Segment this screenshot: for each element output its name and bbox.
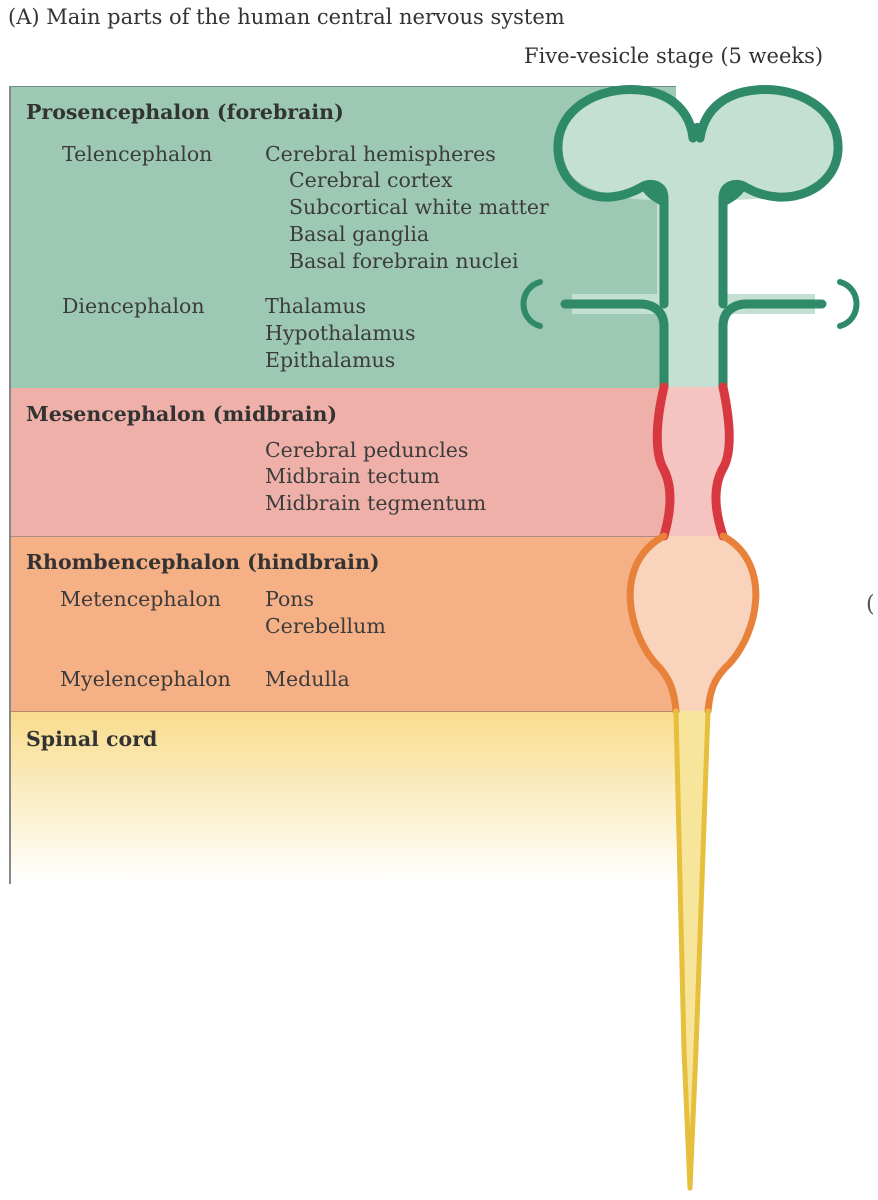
prosencephalon-heading: Prosencephalon (forebrain)	[26, 100, 344, 124]
midbrain-band	[10, 388, 676, 537]
hindbrain-vesicle-fill	[630, 536, 756, 711]
telencephalon-label: Telencephalon	[62, 142, 213, 166]
medulla-text: Medulla	[265, 667, 350, 691]
cerebral-hemispheres-text: Cerebral hemispheres	[265, 142, 496, 166]
cerebellum-text: Cerebellum	[265, 614, 386, 638]
epithalamus-text: Epithalamus	[265, 348, 396, 372]
figure-title: (A) Main parts of the human central nerv…	[8, 5, 565, 29]
left-rule	[9, 86, 11, 884]
spinal-cord-heading: Spinal cord	[26, 727, 158, 751]
spinal-cord-wall	[673, 708, 711, 1191]
spinal-cord-band	[10, 712, 676, 884]
basal-forebrain-nuclei-text: Basal forebrain nuclei	[289, 249, 519, 273]
rhombencephalon-heading: Rhombencephalon (hindbrain)	[26, 550, 380, 574]
pons-text: Pons	[265, 587, 315, 611]
cerebral-cortex-text: Cerebral cortex	[289, 168, 453, 192]
metencephalon-label: Metencephalon	[60, 587, 221, 611]
hindbrain-band	[10, 537, 676, 712]
subcortical-white-matter-text: Subcortical white matter	[289, 195, 549, 219]
forebrain-vesicle-fill	[560, 91, 840, 387]
mesencephalon-heading: Mesencephalon (midbrain)	[26, 402, 338, 426]
spinal-canal-fill	[676, 711, 708, 1185]
basal-ganglia-text: Basal ganglia	[289, 222, 430, 246]
midbrain-vesicle-wall	[652, 382, 734, 541]
forebrain-inner-bulges	[640, 181, 747, 210]
midbrain-tegmentum-text: Midbrain tegmentum	[265, 491, 487, 515]
cerebral-peduncles-text: Cerebral peduncles	[265, 438, 469, 462]
diencephalon-label: Diencephalon	[62, 294, 205, 318]
optic-cups	[520, 279, 860, 329]
hypothalamus-text: Hypothalamus	[265, 321, 416, 345]
hindbrain-vesicle-wall	[626, 532, 760, 715]
midbrain-tectum-text: Midbrain tectum	[265, 464, 440, 488]
midbrain-vesicle-fill	[657, 387, 730, 536]
stage-label: Five-vesicle stage (5 weeks)	[524, 44, 824, 68]
cropped-edge-mark: (	[866, 592, 875, 617]
thalamus-text: Thalamus	[265, 294, 367, 318]
myelencephalon-label: Myelencephalon	[60, 667, 231, 691]
